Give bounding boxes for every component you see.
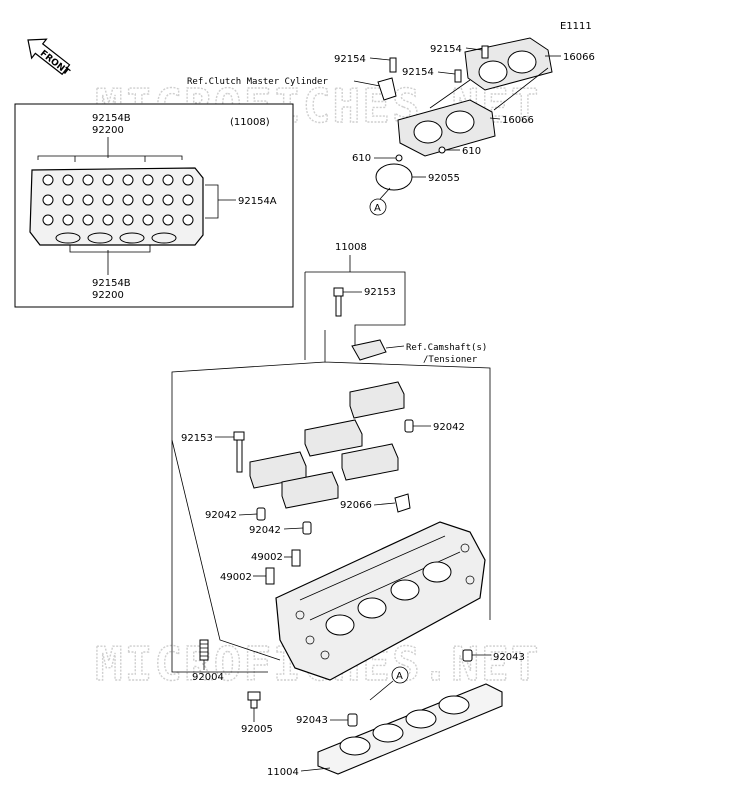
inset-top-label-2: 92200 [92, 125, 124, 136]
stud-92004-icon [199, 639, 209, 661]
label-92154-top-left: 92154 [334, 54, 366, 65]
label-92066: 92066 [340, 500, 372, 511]
label-49002-upper: 49002 [251, 552, 283, 563]
callout-a-top-label: A [374, 203, 381, 214]
bolt-92153-left-icon [233, 431, 245, 473]
camshaft-caps [249, 381, 405, 509]
dowel-icon [462, 649, 473, 662]
inset-side-label: 92154A [238, 196, 277, 207]
label-92004: 92004 [192, 672, 224, 683]
cylinder-head [275, 521, 486, 681]
dowel-icon [256, 507, 266, 521]
label-610-right: 610 [462, 146, 481, 157]
bolt-92153-top-icon [333, 287, 344, 317]
bolt-icon [389, 57, 397, 73]
label-92005: 92005 [241, 724, 273, 735]
inset-bottom-label-1: 92154B [92, 278, 131, 289]
label-16066-mid: 16066 [502, 115, 534, 126]
label-16066-top: 16066 [563, 52, 595, 63]
o-ring-icon [375, 163, 413, 191]
label-92154-mid: 92154 [402, 67, 434, 78]
dowel-icon [347, 713, 358, 727]
cylinder-head-top-view [29, 167, 204, 246]
label-92042-right: 92042 [433, 422, 465, 433]
label-92154-top-right: 92154 [430, 44, 462, 55]
head-gasket [317, 683, 503, 775]
valve-guide-icon [265, 567, 275, 585]
intake-assembly [375, 37, 553, 191]
dowel-icon [404, 419, 414, 433]
ref-camshaft-label-line2: /Tensioner [423, 355, 478, 365]
front-arrow-icon: FRONT [27, 38, 72, 78]
inset-bottom-label-2: 92200 [92, 290, 124, 301]
ref-clutch-label: Ref.Clutch Master Cylinder [187, 77, 328, 87]
ref-camshaft-label-line1: Ref.Camshaft(s) [406, 343, 487, 353]
dowel-icon [302, 521, 312, 535]
inset-top-label-1: 92154B [92, 113, 131, 124]
label-92055: 92055 [428, 173, 460, 184]
label-92043-right: 92043 [493, 652, 525, 663]
label-92153-left: 92153 [181, 433, 213, 444]
label-92153-top: 92153 [364, 287, 396, 298]
callout-a-top [369, 198, 387, 216]
label-11004: 11004 [267, 767, 299, 778]
label-610-left: 610 [352, 153, 371, 164]
label-11008: 11008 [335, 242, 367, 253]
inset-group-label: (11008) [230, 117, 270, 128]
valve-guide-icon [291, 549, 301, 567]
label-49002-lower: 49002 [220, 572, 252, 583]
label-92043-bottom: 92043 [296, 715, 328, 726]
label-92042-mid: 92042 [249, 525, 281, 536]
fitting-92005-icon [247, 691, 261, 709]
callout-a-bottom [391, 666, 409, 684]
inset-box: (11008) 92154B 92200 92154B 92200 92154A [14, 103, 294, 308]
bolt-icon [454, 69, 462, 83]
bolt-icon [481, 45, 489, 59]
callout-a-bottom-label: A [396, 671, 403, 682]
label-92042-left: 92042 [205, 510, 237, 521]
diagram-code: E1111 [560, 21, 592, 32]
